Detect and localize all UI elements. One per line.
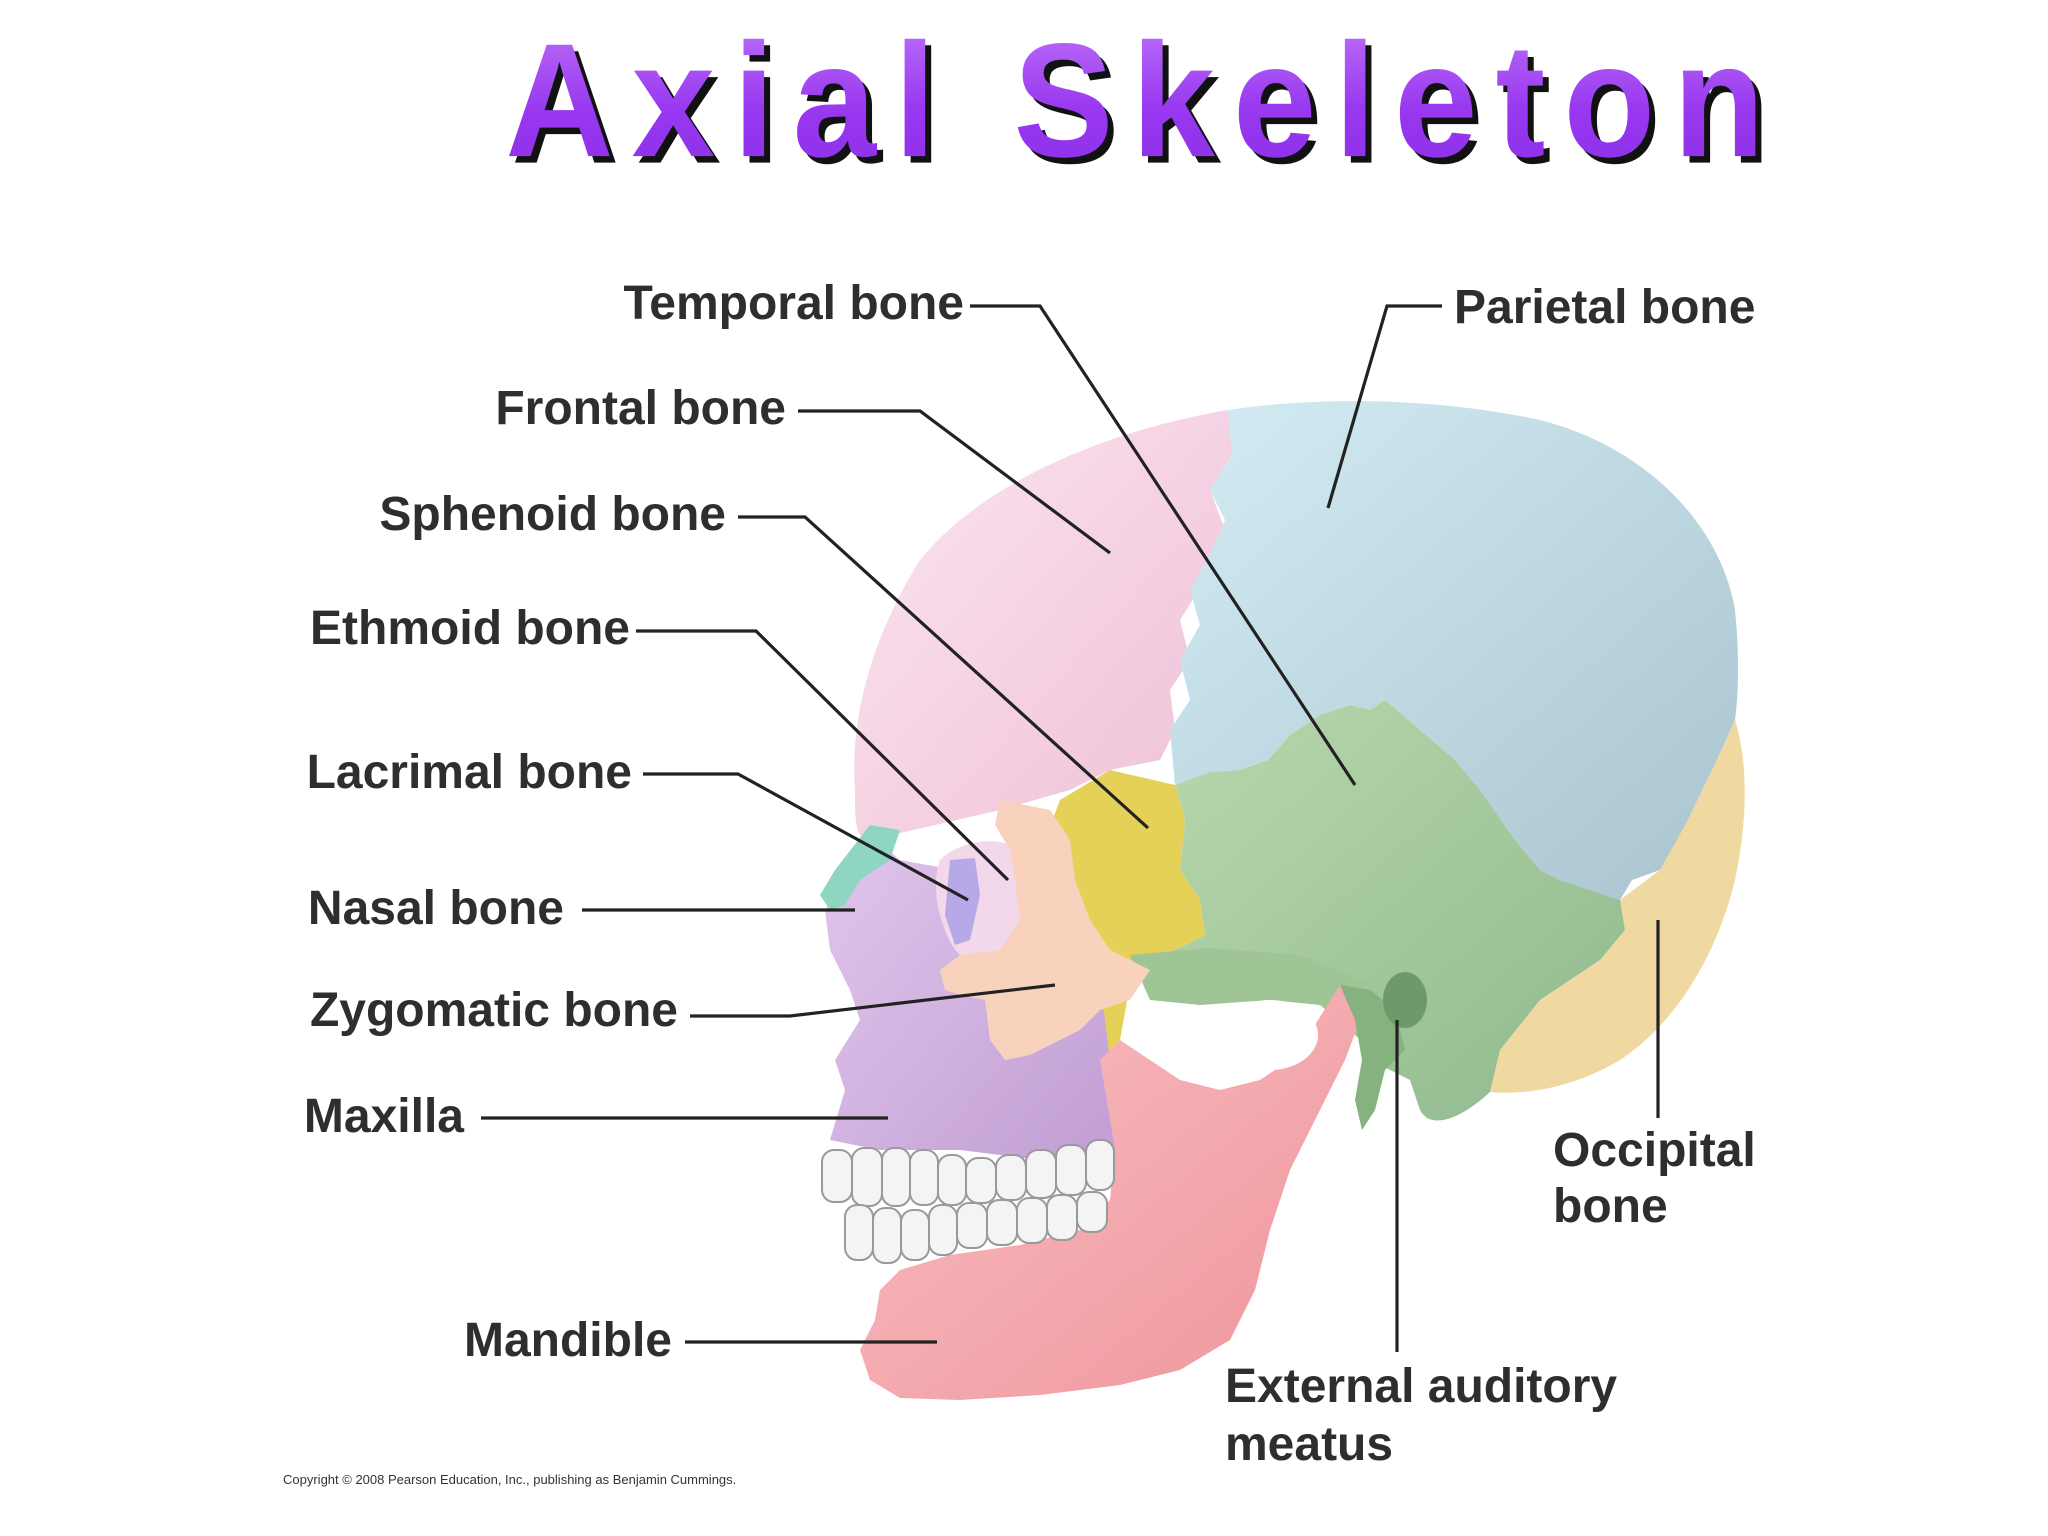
mandible-shape	[860, 985, 1360, 1400]
lacrimal-bone-shape	[945, 858, 980, 945]
leader-zygomatic	[690, 983, 1056, 1018]
leader-lacrimal	[643, 772, 969, 902]
leader-ethmoid	[636, 629, 1010, 882]
zygomatic-arch-shape	[1130, 948, 1410, 1060]
leader-sphenoid	[738, 515, 1150, 830]
labels: Temporal bone Parietal bone Frontal bone…	[283, 277, 1756, 1487]
parietal-bone-shape	[1170, 401, 1739, 900]
label-occipital-line2: bone	[1553, 1180, 1668, 1233]
upper-teeth	[821, 1139, 1115, 1207]
label-parietal: Parietal bone	[1454, 281, 1755, 334]
label-frontal: Frontal bone	[495, 382, 786, 435]
label-temporal: Temporal bone	[624, 277, 964, 330]
mandibular-notch-shape	[1222, 1000, 1318, 1070]
auditory-meatus-shape	[1383, 972, 1427, 1028]
label-mandible: Mandible	[464, 1314, 672, 1367]
label-nasal: Nasal bone	[308, 882, 564, 935]
leader-parietal	[1326, 304, 1442, 509]
label-sphenoid: Sphenoid bone	[379, 488, 726, 541]
label-lacrimal: Lacrimal bone	[307, 746, 632, 799]
lower-teeth	[844, 1191, 1108, 1264]
leader-temporal	[970, 304, 1357, 786]
label-ethmoid: Ethmoid bone	[310, 602, 630, 655]
zygomatic-bone-shape	[940, 800, 1150, 1060]
leader-lines	[481, 304, 1660, 1352]
temporal-bone-shape	[1150, 700, 1625, 1121]
nasal-bone-shape	[820, 825, 900, 910]
label-meatus-line1: External auditory	[1225, 1360, 1617, 1413]
mastoid-shape	[1340, 985, 1405, 1130]
copyright-notice: Copyright © 2008 Pearson Education, Inc.…	[283, 1472, 736, 1487]
skull	[820, 401, 1745, 1400]
leader-frontal	[798, 409, 1111, 555]
occipital-bone-shape	[1490, 720, 1745, 1093]
label-meatus-line2: meatus	[1225, 1418, 1393, 1471]
label-occipital-line1: Occipital	[1553, 1124, 1756, 1177]
label-maxilla: Maxilla	[304, 1090, 464, 1143]
label-zygomatic: Zygomatic bone	[310, 984, 678, 1037]
frontal-bone-shape	[854, 410, 1235, 840]
slide-title: Axial Skeleton	[0, 3, 2048, 197]
